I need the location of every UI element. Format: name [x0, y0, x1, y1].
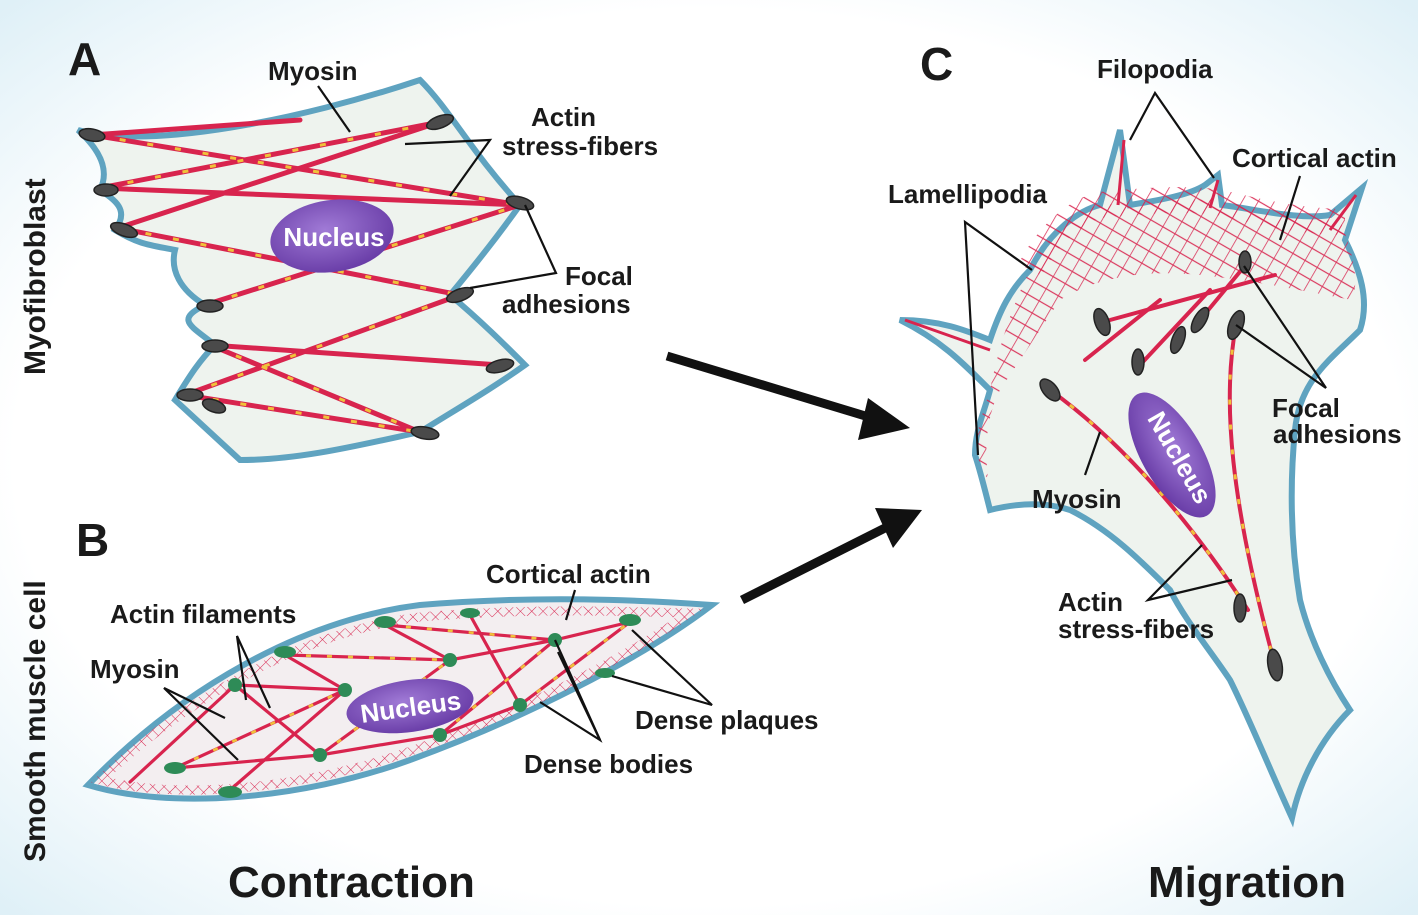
nucleus-c — [1128, 392, 1216, 518]
caption-contraction: Contraction — [228, 858, 475, 907]
filopodia-c — [904, 139, 1358, 352]
focal-adhesions-c — [1039, 250, 1284, 682]
myosin-label-a: Myosin — [268, 56, 358, 86]
lamellipodia-label: Lamellipodia — [888, 179, 1047, 209]
cortical-actin-label-c: Cortical actin — [1232, 143, 1397, 173]
actin-label-a-2: stress-fibers — [502, 131, 658, 161]
myosin-label-b: Myosin — [90, 654, 180, 684]
focal-label-c-1: Focal — [1272, 393, 1340, 423]
leader-lines-b — [163, 589, 713, 761]
panel-letter-c: C — [920, 38, 953, 90]
dense-plaques-b — [164, 608, 641, 798]
arrow-b-to-c — [739, 508, 922, 605]
leader-lines-a — [317, 85, 558, 290]
panel-c-migrating-cell: Nucleus Filopodia Cortical actin Lamelli… — [888, 54, 1402, 828]
myosin-dashes-b — [174, 620, 631, 770]
nucleus-b — [346, 678, 474, 734]
focal-adhesions-a — [78, 113, 535, 441]
filopodia-label: Filopodia — [1097, 54, 1213, 84]
nucleus-label-a: Nucleus — [283, 222, 384, 252]
panel-letter-a: A — [68, 33, 101, 85]
actin-filaments-label-b: Actin filaments — [110, 599, 296, 629]
arrow-a-to-c — [665, 351, 910, 440]
dense-bodies-label-b: Dense bodies — [524, 749, 693, 779]
cortical-actin-label-b: Cortical actin — [486, 559, 651, 589]
dense-bodies-b — [228, 633, 562, 762]
focal-label-a-2: adhesions — [502, 289, 631, 319]
panel-letter-b: B — [76, 514, 109, 566]
caption-migration: Migration — [1148, 858, 1346, 907]
side-label-myofibroblast: Myofibroblast — [19, 178, 52, 375]
lamellipodia-mesh — [976, 199, 1356, 480]
actin-label-a-1: Actin — [531, 102, 596, 132]
panel-b-smooth-muscle: Nucleus Cortical actin Actin filaments M… — [82, 559, 819, 802]
nucleus-a — [270, 199, 394, 273]
dense-plaques-label-b: Dense plaques — [635, 705, 819, 735]
myosin-label-c: Myosin — [1032, 484, 1122, 514]
side-label-smooth-muscle: Smooth muscle cell — [19, 580, 52, 862]
actin-label-c-1: Actin — [1058, 587, 1123, 617]
panel-a-myofibroblast: Nucleus Myosin Actin stress-fibers Focal… — [75, 56, 658, 464]
focal-label-c-2: adhesions — [1273, 419, 1402, 449]
myosin-dashes-a — [91, 120, 521, 434]
actin-filaments-b — [128, 613, 632, 792]
actin-label-c-2: stress-fibers — [1058, 614, 1214, 644]
leader-lines-c — [963, 90, 1327, 602]
focal-label-a-1: Focal — [565, 261, 633, 291]
